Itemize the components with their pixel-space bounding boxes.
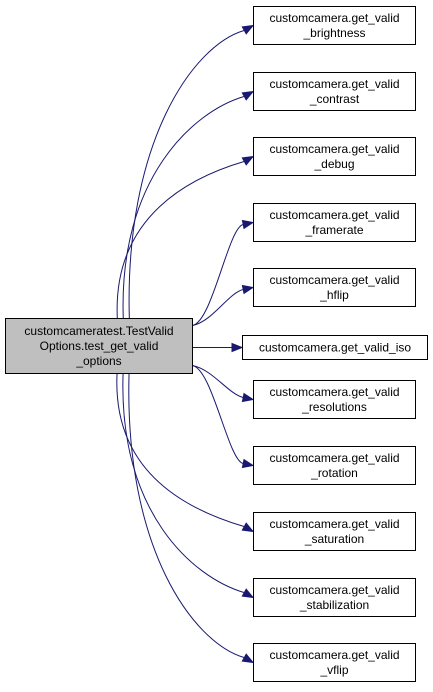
node-rotation[interactable]: customcamera.get_valid_rotation bbox=[253, 446, 416, 485]
root-node[interactable]: customcameratest.TestValidOptions.test_g… bbox=[5, 318, 193, 374]
node-box bbox=[253, 578, 416, 617]
node-label-line: _stabilization bbox=[299, 598, 369, 612]
node-label-line: _rotation bbox=[310, 466, 358, 480]
arrowhead bbox=[231, 342, 244, 353]
node-label-line: _options bbox=[75, 354, 121, 368]
node-label-line: customcamera.get_valid bbox=[269, 208, 399, 222]
node-label-line: customcamera.get_valid bbox=[269, 451, 399, 465]
edge-hflip bbox=[192, 289, 244, 326]
node-label-line: customcamera.get_valid_iso bbox=[259, 341, 411, 355]
arrowhead bbox=[241, 219, 255, 230]
node-vflip[interactable]: customcamera.get_valid_vflip bbox=[253, 643, 416, 682]
edge-stabilization bbox=[122, 373, 245, 593]
node-saturation[interactable]: customcamera.get_valid_saturation bbox=[253, 512, 416, 551]
node-label-line: customcamera.get_valid bbox=[269, 385, 399, 399]
node-framerate[interactable]: customcamera.get_valid_framerate bbox=[253, 203, 416, 242]
edge-rotation bbox=[192, 365, 244, 464]
arrowhead bbox=[241, 653, 255, 664]
edge-vflip bbox=[128, 373, 245, 658]
node-label-line: _vflip bbox=[319, 663, 348, 677]
node-box bbox=[253, 6, 416, 45]
edges-layer bbox=[116, 24, 255, 664]
node-stabilization[interactable]: customcamera.get_valid_stabilization bbox=[253, 578, 416, 617]
edge-framerate bbox=[192, 224, 244, 326]
arrowhead bbox=[241, 24, 255, 35]
arrowhead bbox=[241, 588, 255, 599]
node-label-line: customcamera.get_valid bbox=[269, 11, 399, 25]
edge-contrast bbox=[122, 96, 245, 319]
node-box bbox=[242, 335, 428, 360]
node-label-line: _framerate bbox=[304, 223, 363, 237]
node-label-line: customcamera.get_valid bbox=[269, 273, 399, 287]
node-hflip[interactable]: customcamera.get_valid_hflip bbox=[253, 268, 416, 307]
arrowhead bbox=[241, 90, 255, 101]
arrowhead bbox=[241, 155, 255, 166]
node-resolutions[interactable]: customcamera.get_valid_resolutions bbox=[253, 380, 416, 419]
node-label-line: customcamera.get_valid bbox=[269, 142, 399, 156]
node-label-line: customcamera.get_valid bbox=[269, 517, 399, 531]
node-iso[interactable]: customcamera.get_valid_iso bbox=[242, 335, 428, 360]
node-debug[interactable]: customcamera.get_valid_debug bbox=[253, 137, 416, 176]
node-box bbox=[253, 512, 416, 551]
edge-saturation bbox=[116, 373, 245, 527]
edge-brightness bbox=[128, 30, 245, 319]
node-brightness[interactable]: customcamera.get_valid_brightness bbox=[253, 6, 416, 45]
node-label-line: _debug bbox=[313, 157, 354, 171]
node-contrast[interactable]: customcamera.get_valid_contrast bbox=[253, 72, 416, 111]
edge-debug bbox=[116, 161, 245, 319]
node-label-line: _brightness bbox=[302, 26, 365, 40]
node-label-line: customcamera.get_valid bbox=[269, 648, 399, 662]
node-box bbox=[253, 137, 416, 176]
node-label-line: Options.test_get_valid bbox=[40, 339, 159, 353]
node-box bbox=[253, 72, 416, 111]
node-label-line: _saturation bbox=[304, 532, 364, 546]
root-node-box bbox=[5, 318, 193, 374]
node-label-line: customcameratest.TestValid bbox=[24, 324, 173, 338]
node-box bbox=[253, 203, 416, 242]
node-box bbox=[253, 380, 416, 419]
node-label-line: _contrast bbox=[309, 92, 360, 106]
node-label-line: _resolutions bbox=[301, 400, 367, 414]
arrowhead bbox=[241, 522, 255, 533]
edge-resolutions bbox=[192, 365, 244, 398]
node-box bbox=[253, 268, 416, 307]
arrowhead bbox=[241, 284, 255, 295]
node-label-line: _hflip bbox=[319, 288, 349, 302]
arrowhead bbox=[241, 392, 255, 403]
arrowhead bbox=[241, 458, 255, 469]
node-label-line: customcamera.get_valid bbox=[269, 77, 399, 91]
node-box bbox=[253, 643, 416, 682]
nodes-layer: customcameratest.TestValidOptions.test_g… bbox=[5, 6, 428, 682]
node-box bbox=[253, 446, 416, 485]
node-label-line: customcamera.get_valid bbox=[269, 583, 399, 597]
